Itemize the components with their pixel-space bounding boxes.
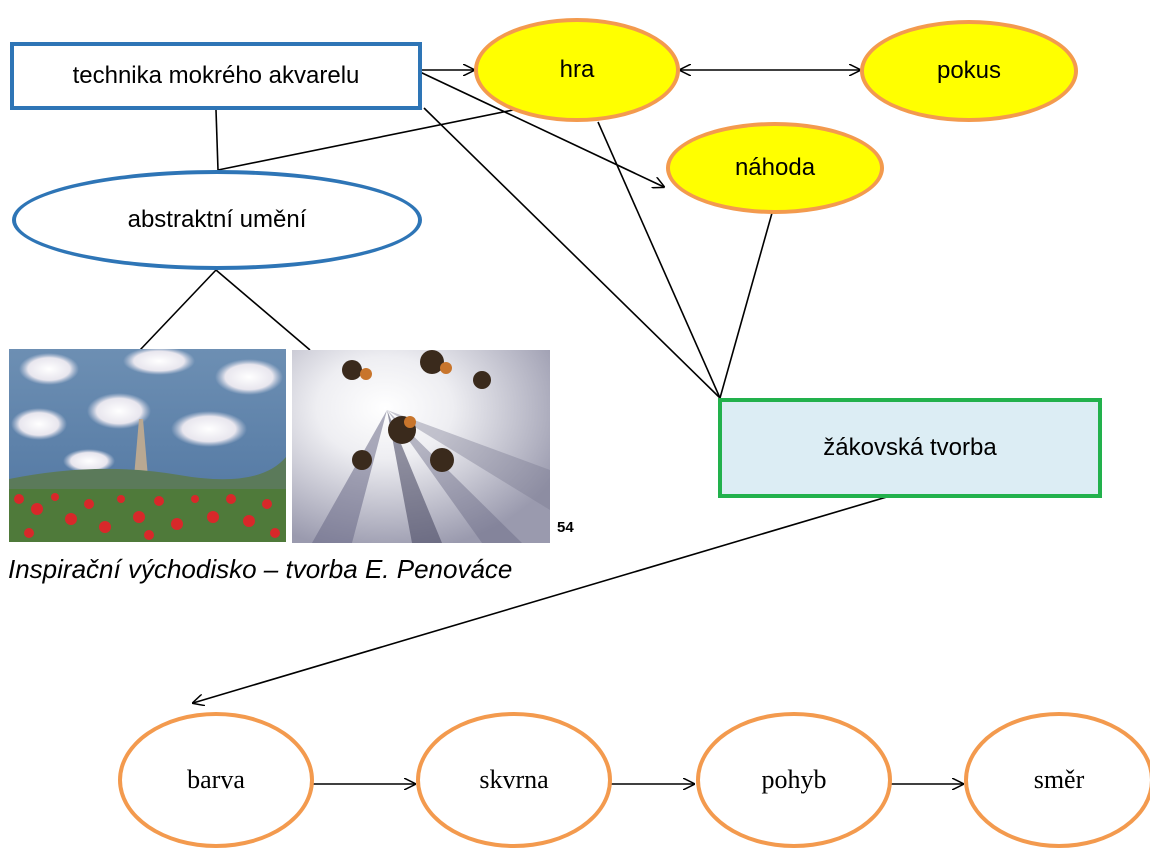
- watercolor-photo-light-rays: [292, 350, 550, 543]
- technique-label: technika mokrého akvarelu: [72, 62, 360, 89]
- color-node: barva: [118, 712, 314, 848]
- chance-node: náhoda: [666, 122, 884, 214]
- figure-caption: Inspirační východisko – tvorba E. Penová…: [8, 554, 513, 584]
- technique-node: technika mokrého akvarelu: [10, 42, 422, 110]
- movement-label: pohyb: [761, 765, 827, 794]
- color-label: barva: [187, 765, 245, 794]
- abstract-art-label: abstraktní umění: [127, 206, 307, 233]
- student-work-node: žákovská tvorba: [718, 398, 1102, 498]
- arrow-student-work-to-color: [193, 495, 891, 703]
- footnote-number: 54: [557, 519, 574, 536]
- play-node: hra: [474, 18, 680, 122]
- stain-node: skvrna: [416, 712, 612, 848]
- arrow-technique-to-chance: [419, 71, 664, 187]
- line-technique-to-student-work: [423, 107, 721, 399]
- chance-label: náhoda: [734, 154, 816, 181]
- abstract-art-node: abstraktní umění: [12, 170, 422, 270]
- line-abstract-to-photo-right: [215, 269, 311, 351]
- line-play-to-student-work: [597, 121, 721, 399]
- line-junction-to-play: [217, 109, 514, 171]
- line-abstract-to-photo-left: [139, 269, 217, 351]
- movement-node: pohyb: [696, 712, 892, 848]
- direction-node: směr: [964, 712, 1150, 848]
- line-chance-to-student-work: [719, 212, 773, 399]
- experiment-node: pokus: [860, 20, 1078, 122]
- stain-label: skvrna: [479, 765, 549, 794]
- line-technique-to-junction: [215, 109, 219, 171]
- play-label: hra: [559, 56, 595, 83]
- direction-label: směr: [1033, 765, 1085, 794]
- experiment-label: pokus: [936, 57, 1002, 84]
- student-work-label: žákovská tvorba: [823, 434, 997, 461]
- watercolor-photo-poppies: [9, 349, 286, 542]
